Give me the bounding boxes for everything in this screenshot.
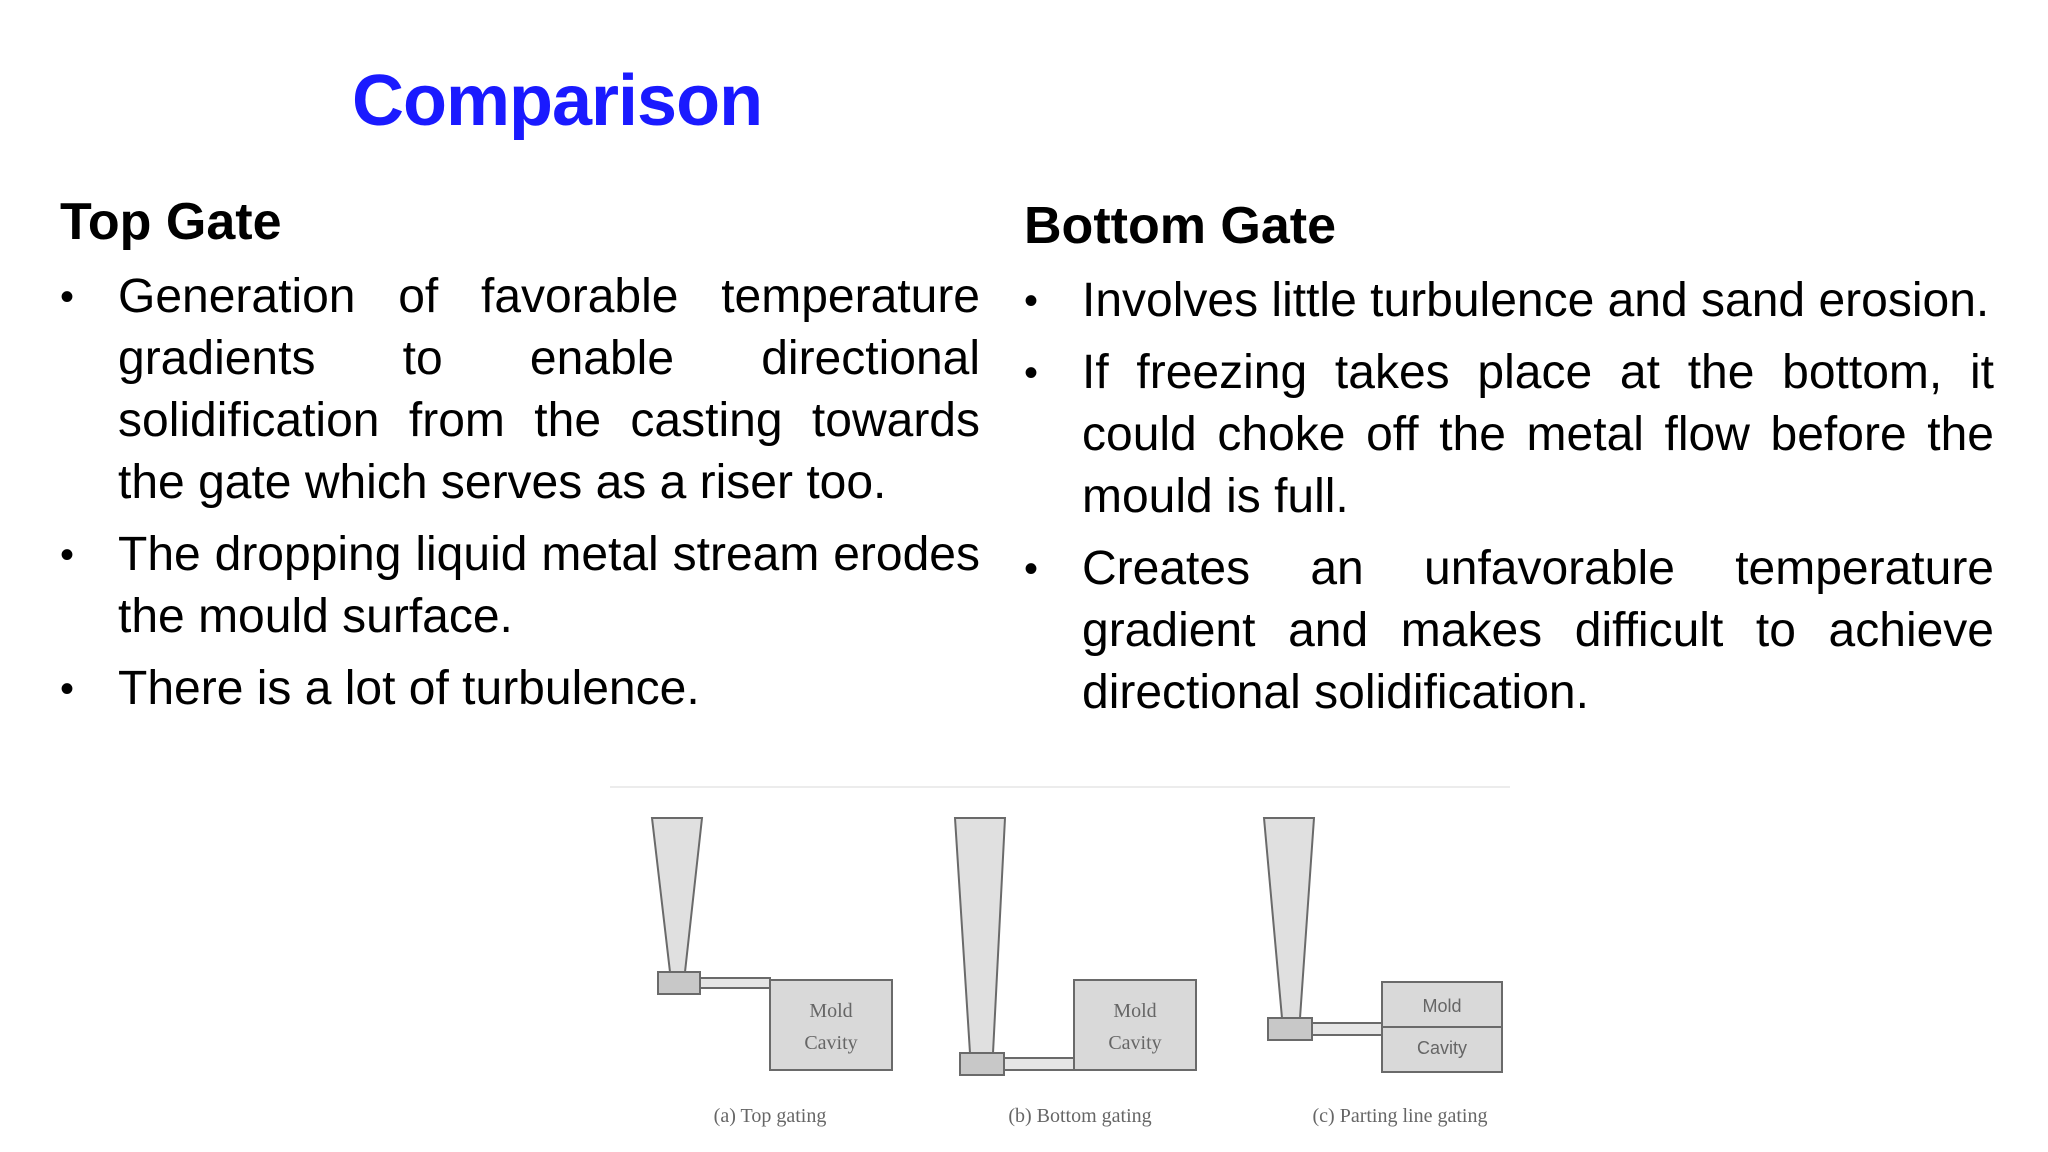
bottom-gate-heading: Bottom Gate xyxy=(1024,197,1336,255)
bottom-gating-panel: Mold Cavity (b) Bottom gating xyxy=(953,817,1197,1127)
mold-cavity-shape xyxy=(1073,979,1197,1071)
list-item-text: Generation of favorable temperature grad… xyxy=(118,270,980,509)
runner-shape xyxy=(1003,1057,1075,1071)
bullet-icon: • xyxy=(1024,547,1039,591)
list-item: • Generation of favorable temperature gr… xyxy=(60,266,980,514)
figure-caption: (a) Top gating xyxy=(714,1105,827,1127)
figure-caption: (c) Parting line gating xyxy=(1313,1105,1488,1127)
mold-cavity-shape xyxy=(769,979,893,1071)
top-gating-panel: Mold Cavity (a) Top gating xyxy=(650,817,893,1127)
list-item: • The dropping liquid metal stream erode… xyxy=(60,524,980,648)
bullet-icon: • xyxy=(1024,279,1039,323)
bullet-icon: • xyxy=(60,275,75,319)
list-item-text: Involves little turbulence and sand eros… xyxy=(1082,274,1990,327)
list-item-text: There is a lot of turbulence. xyxy=(118,662,700,715)
mold-cavity-label: Mold xyxy=(1422,996,1461,1016)
mold-cavity-label: Mold xyxy=(809,1000,852,1022)
sprue-shape xyxy=(650,817,704,973)
list-item: • Involves little turbulence and sand er… xyxy=(1024,270,1994,332)
top-gate-column: Top Gate • Generation of favorable tempe… xyxy=(60,192,980,730)
runner-shape xyxy=(699,977,771,989)
sprue-shape xyxy=(953,817,1007,1054)
top-gate-list: • Generation of favorable temperature gr… xyxy=(60,266,980,720)
list-item: • There is a lot of turbulence. xyxy=(60,658,980,720)
list-item-text: The dropping liquid metal stream erodes … xyxy=(118,528,980,643)
bullet-icon: • xyxy=(1024,351,1039,395)
figure-caption: (b) Bottom gating xyxy=(1008,1105,1151,1127)
bottom-gate-list: • Involves little turbulence and sand er… xyxy=(1024,270,1994,724)
gating-systems-diagram: Mold Cavity (a) Top gating Mold Cavity (… xyxy=(650,817,1503,1127)
mold-cavity-label: Mold xyxy=(1113,1000,1156,1022)
mold-cavity-label: Cavity xyxy=(1108,1032,1161,1054)
list-item-text: Creates an unfavorable temperature gradi… xyxy=(1082,542,1994,719)
sprue-well-shape xyxy=(959,1052,1005,1076)
bullet-icon: • xyxy=(60,667,75,711)
list-item: • If freezing takes place at the bottom,… xyxy=(1024,342,1994,528)
mold-cavity-label: Cavity xyxy=(1417,1038,1467,1058)
list-item: • Creates an unfavorable temperature gra… xyxy=(1024,538,1994,724)
runner-shape xyxy=(1311,1022,1383,1036)
sprue-well-shape xyxy=(657,971,701,995)
sprue-well-shape xyxy=(1267,1017,1313,1041)
top-gate-heading: Top Gate xyxy=(60,193,282,251)
bullet-icon: • xyxy=(60,533,75,577)
list-item-text: If freezing takes place at the bottom, i… xyxy=(1082,346,1994,523)
parting-line-gating-panel: Mold Cavity (c) Parting line gating xyxy=(1262,817,1503,1127)
sprue-shape xyxy=(1262,817,1316,1019)
figure-divider xyxy=(610,786,1510,788)
mold-cavity-label: Cavity xyxy=(804,1032,857,1054)
slide-title: Comparison xyxy=(352,61,763,141)
bottom-gate-column: Bottom Gate • Involves little turbulence… xyxy=(1024,196,1994,734)
